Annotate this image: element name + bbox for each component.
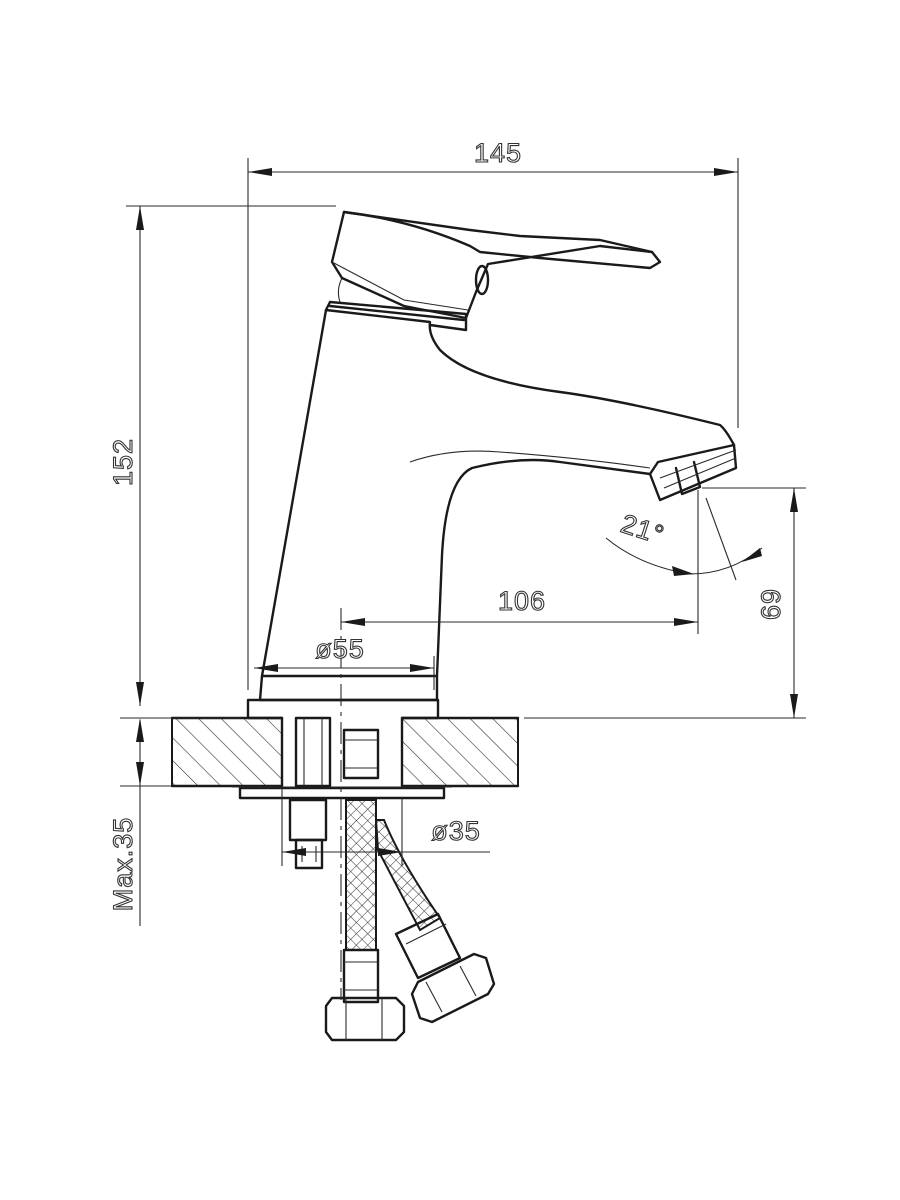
dimension-label-o55: ø55 — [315, 634, 365, 664]
dimension-label-145: 145 — [474, 138, 522, 168]
dimension-label-o35: ø35 — [431, 816, 481, 846]
dimension-spout-reach: 106 — [341, 490, 699, 634]
dimension-aerator-angle: 21° — [605, 497, 763, 581]
dimension-label-21deg: 21° — [617, 508, 668, 550]
supply-hoses — [324, 728, 496, 1042]
dimension-label-106: 106 — [498, 586, 546, 616]
dimension-label-max35: Max.35 — [108, 817, 138, 912]
dimension-overall-height: 152 — [107, 205, 336, 719]
faucet-body — [246, 300, 738, 720]
dimension-overall-width: 145 — [247, 137, 739, 690]
dimension-label-69: 69 — [756, 588, 786, 620]
dimension-spout-height: 69 — [524, 487, 806, 719]
mounting-stud — [288, 716, 332, 870]
dimension-base-diameter: ø55 — [254, 633, 435, 690]
dimension-label-152: 152 — [108, 438, 138, 486]
dimension-max-counter-thickness: Max.35 — [107, 718, 172, 926]
lever-handle — [330, 210, 662, 320]
dimension-mount-hole-diameter: ø35 — [281, 788, 490, 866]
